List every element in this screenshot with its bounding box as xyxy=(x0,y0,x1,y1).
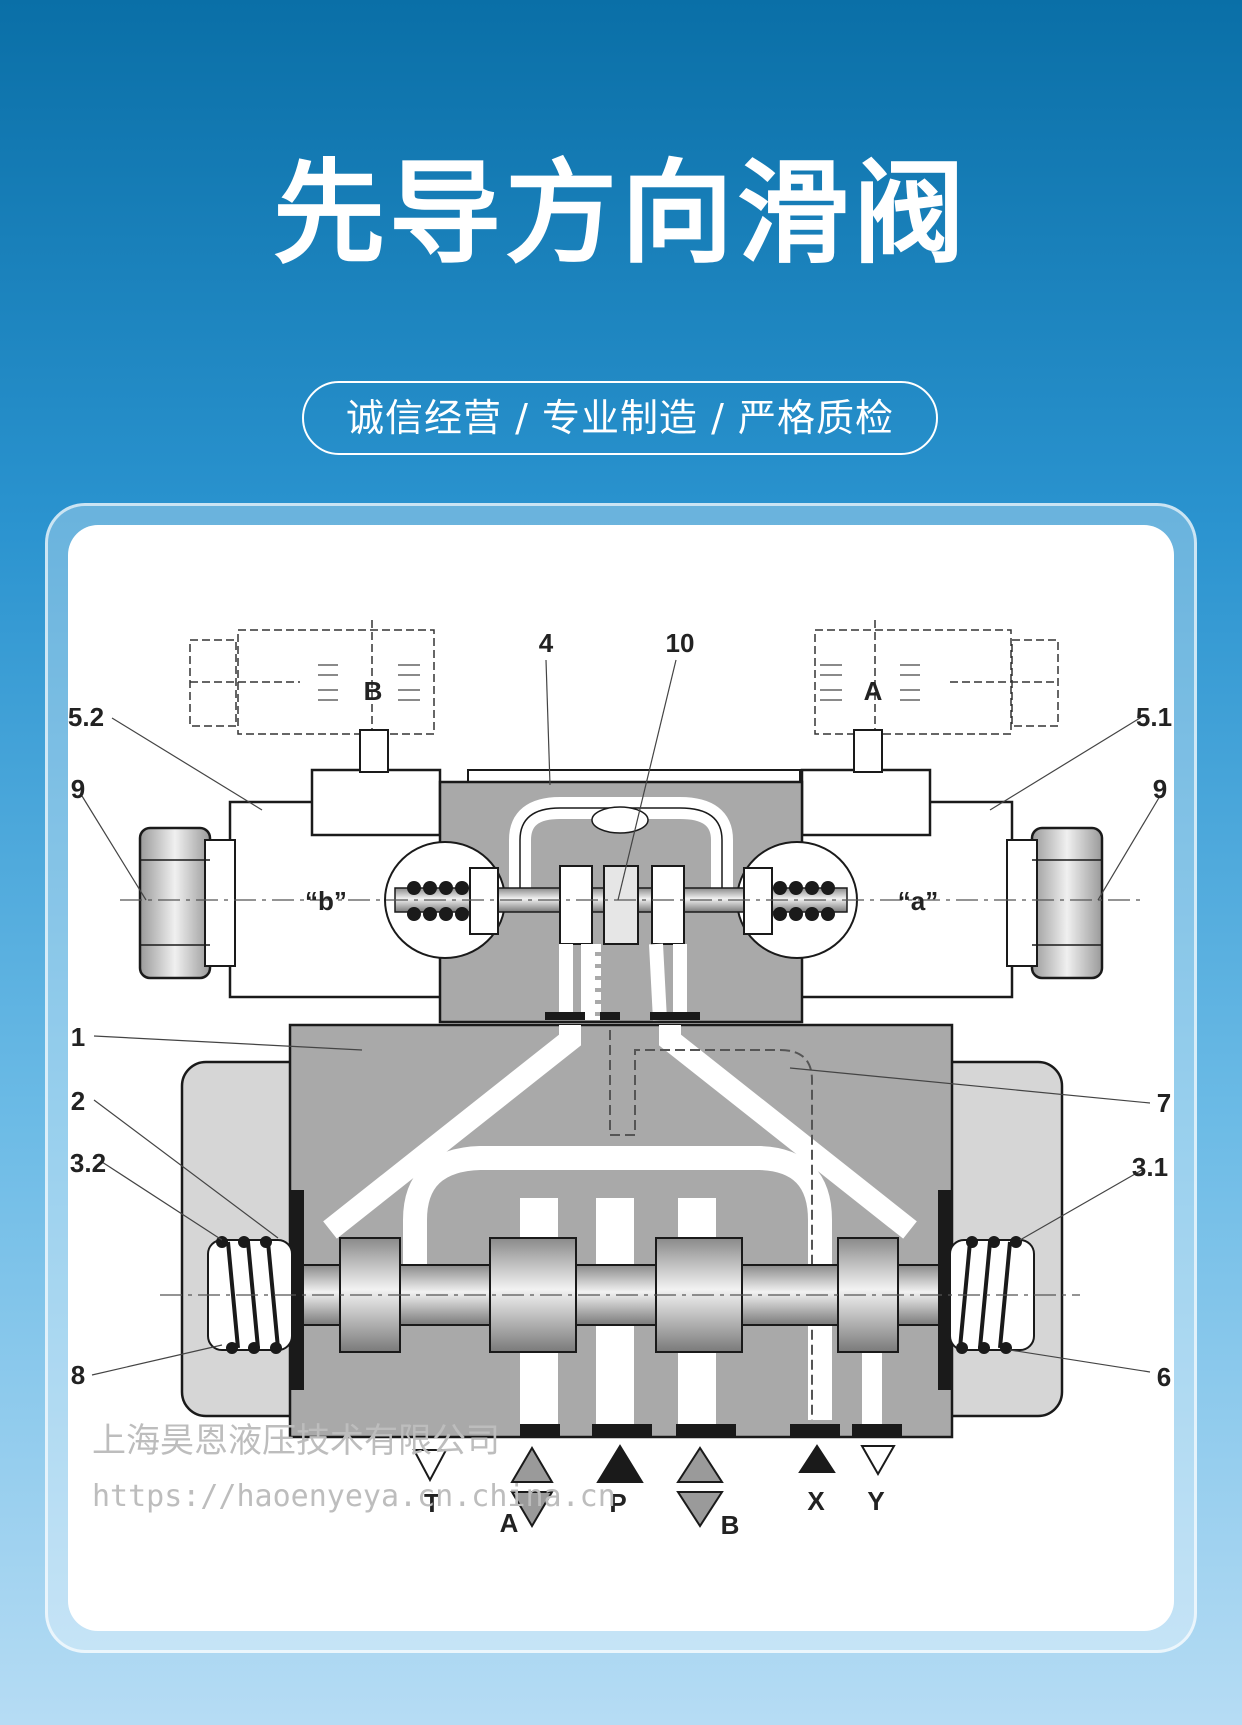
port-label-x: X xyxy=(807,1486,825,1516)
connector-plug-right xyxy=(814,620,1059,770)
pilot-valve-body xyxy=(384,769,858,1024)
manual-override-knob-left xyxy=(138,826,236,980)
valve-cross-section-diagram: B A xyxy=(68,620,1172,1540)
part-label-8: 8 xyxy=(71,1360,85,1390)
main-valve-body xyxy=(180,1023,1064,1439)
port-label-p: P xyxy=(609,1488,626,1518)
port-symbols xyxy=(412,1444,896,1528)
tagline-badge: 诚信经营 / 专业制造 / 严格质检 xyxy=(302,381,938,455)
port-label-t: T xyxy=(424,1488,440,1518)
page-title: 先导方向滑阀 xyxy=(273,149,969,279)
part-label-9-left: 9 xyxy=(71,774,85,804)
part-label-1: 1 xyxy=(71,1022,85,1052)
connector-plug-left xyxy=(189,620,435,770)
part-label-5-2: 5.2 xyxy=(68,702,104,732)
part-label-7: 7 xyxy=(1157,1088,1171,1118)
manual-override-knob-right xyxy=(1006,826,1104,980)
watermark-url: https://haoenyeya.cn.china.cn xyxy=(92,1479,616,1514)
coil-terminal-left xyxy=(318,664,420,701)
part-label-3-2: 3.2 xyxy=(70,1148,106,1178)
port-label-y: Y xyxy=(867,1486,884,1516)
part-label-9-right: 9 xyxy=(1153,774,1167,804)
leader-lines xyxy=(81,659,1161,1376)
part-label-2: 2 xyxy=(71,1086,85,1116)
part-label-10: 10 xyxy=(666,628,695,658)
part-label-6: 6 xyxy=(1157,1362,1171,1392)
port-label-b: B xyxy=(721,1510,740,1540)
part-label-5-1: 5.1 xyxy=(1136,702,1172,732)
part-label-3-1: 3.1 xyxy=(1132,1152,1168,1182)
port-label-a: A xyxy=(500,1508,519,1538)
solenoid-label-a: A xyxy=(864,676,883,706)
solenoid-housing-right xyxy=(780,729,1014,999)
pilot-spring-left xyxy=(407,881,469,921)
diagram-card: B A xyxy=(68,525,1174,1631)
main-spring-right xyxy=(949,1236,1035,1354)
pilot-spring-right xyxy=(773,881,835,921)
watermark-company: 上海昊恩液压技术有限公司 xyxy=(92,1421,500,1461)
position-label-a: “a” xyxy=(898,886,938,916)
coil-terminal-right xyxy=(820,664,920,701)
part-label-4: 4 xyxy=(539,628,554,658)
solenoid-label-b: B xyxy=(364,676,383,706)
position-label-b: “b” xyxy=(305,886,347,916)
